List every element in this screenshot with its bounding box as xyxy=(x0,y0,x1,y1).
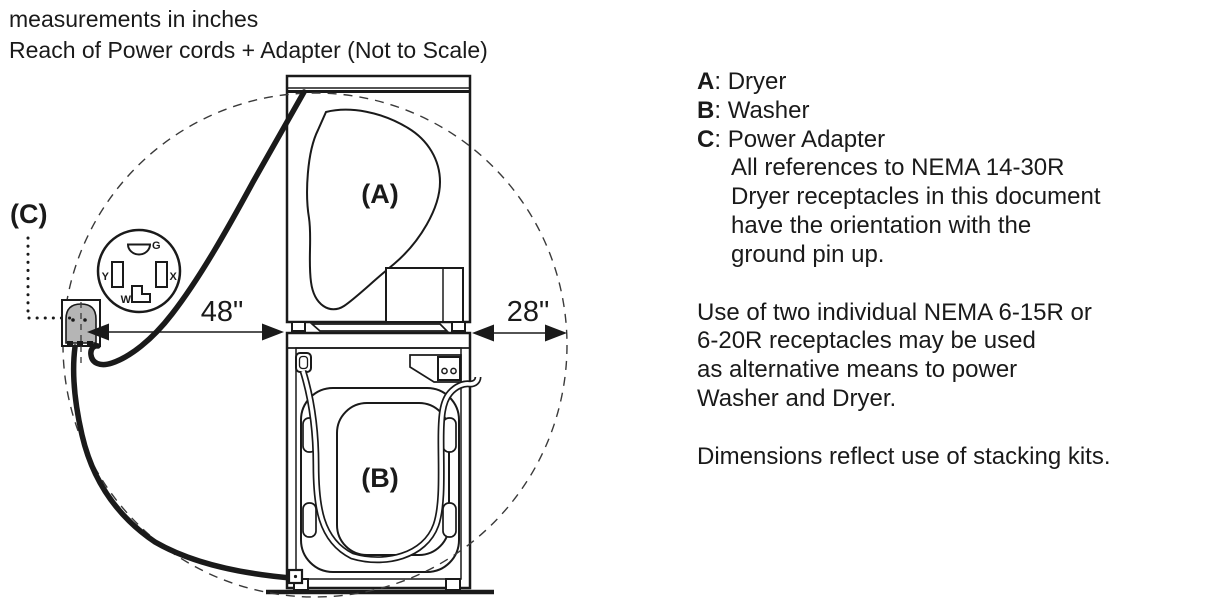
dim-28-arrowhead-left xyxy=(472,324,494,342)
legend-item-dryer: A: Dryer xyxy=(697,68,1212,97)
washer-door-outer xyxy=(300,387,460,573)
dryer-unit: (A) xyxy=(285,74,472,332)
dryer-control-box xyxy=(385,267,464,323)
dryer-foot-right xyxy=(451,321,466,332)
adapter-prong-3 xyxy=(87,341,93,346)
adapter-dot-left xyxy=(71,318,75,322)
legend: A: Dryer B: Washer C: Power Adapter All … xyxy=(697,68,1212,270)
legend-label-dryer: Dryer xyxy=(727,68,787,95)
power-adapter xyxy=(61,299,101,366)
note-line: have the orientation with the xyxy=(731,211,1032,239)
alt-power-line: Use of two individual NEMA 6-15R or xyxy=(697,298,1092,326)
annotation-column: A: Dryer B: Washer C: Power Adapter All … xyxy=(697,68,1212,472)
washer-cord-inlet-dot xyxy=(293,574,298,579)
legend-label-adapter: Power Adapter xyxy=(727,125,886,153)
washer-hinge-bottom-left xyxy=(302,502,317,538)
adapter-leader-dots xyxy=(26,236,76,320)
washer-socket-pin-left xyxy=(441,367,448,375)
alt-power-line: Washer and Dryer. xyxy=(697,384,897,412)
legend-separator: : xyxy=(714,125,728,153)
adapter-prong-2 xyxy=(77,341,83,346)
dim-28-arrowhead-right xyxy=(545,324,567,342)
washer-socket xyxy=(437,356,461,381)
note-line: All references to NEMA 14-30R xyxy=(731,154,1065,182)
dim-48-arrowhead-right xyxy=(262,323,284,341)
dim-28: 28" xyxy=(472,296,567,342)
dryer-power-cord xyxy=(88,89,307,368)
adapter-label: (C) xyxy=(10,199,47,229)
pin-g-label: G xyxy=(152,240,161,252)
legend-separator: : xyxy=(714,68,728,95)
alt-power-line: 6-20R receptacles may be used xyxy=(697,327,1036,355)
legend-label-washer: Washer xyxy=(727,96,810,124)
dryer-foot-left xyxy=(291,321,306,332)
washer-label: (B) xyxy=(361,463,398,493)
reach-diagram-svg: (A) (B) xyxy=(10,74,568,598)
washer-hinge-bottom-right xyxy=(442,502,457,538)
pin-w-label: W xyxy=(121,294,132,306)
pin-w-slot xyxy=(131,285,151,303)
dim-28-label: 28" xyxy=(507,296,550,328)
diagram-heading: measurements in inches Reach of Power co… xyxy=(9,4,488,66)
dryer-label: (A) xyxy=(361,179,398,209)
washer-socket-pin-right xyxy=(450,367,457,375)
receptacle-circle xyxy=(96,228,182,314)
note-line: ground pin up. xyxy=(731,240,885,268)
legend-key-b: B xyxy=(697,96,715,124)
washer-inner-wall xyxy=(295,347,462,580)
pin-g-slot xyxy=(126,243,152,256)
dimensions-note: Dimensions reflect use of stacking kits. xyxy=(697,442,1111,470)
legend-item-adapter: C: Power Adapter xyxy=(697,126,1212,155)
legend-separator: : xyxy=(714,96,728,124)
pin-y-label: Y xyxy=(102,271,110,283)
hose-connector-inner xyxy=(298,355,309,370)
washer-power-cord xyxy=(70,344,294,581)
heading-line-units: measurements in inches xyxy=(9,6,259,32)
adapter-prong-1 xyxy=(67,341,73,346)
alt-power-line: as alternative means to power xyxy=(697,356,1018,384)
legend-key-a: A xyxy=(697,68,715,95)
washer-hose-core xyxy=(301,370,480,562)
alternative-power-paragraph: Use of two individual NEMA 6-15R or 6-20… xyxy=(697,299,1212,414)
heading-line-reach: Reach of Power cords + Adapter (Not to S… xyxy=(9,37,488,63)
pin-x-label: X xyxy=(170,271,178,283)
legend-key-c: C xyxy=(697,125,715,153)
dryer-door-blob xyxy=(306,108,442,311)
washer-hinge-top-right xyxy=(442,417,457,453)
note-line: Dryer receptacles in this document xyxy=(731,183,1101,211)
stacking-kit-strip xyxy=(309,323,450,332)
dim-48: 48" xyxy=(87,296,284,341)
adapter-dot-right xyxy=(83,318,87,322)
washer-foot-right xyxy=(445,578,461,591)
nema-orientation-note: All references to NEMA 14-30R Dryer rece… xyxy=(731,154,1212,269)
dim-48-label: 48" xyxy=(201,296,244,328)
pin-x-slot xyxy=(155,261,168,288)
dim-48-arrowhead-left xyxy=(87,323,109,341)
legend-item-washer: B: Washer xyxy=(697,97,1212,126)
nema-receptacle-face: G Y X W xyxy=(96,228,182,314)
pin-y-slot xyxy=(111,261,124,288)
